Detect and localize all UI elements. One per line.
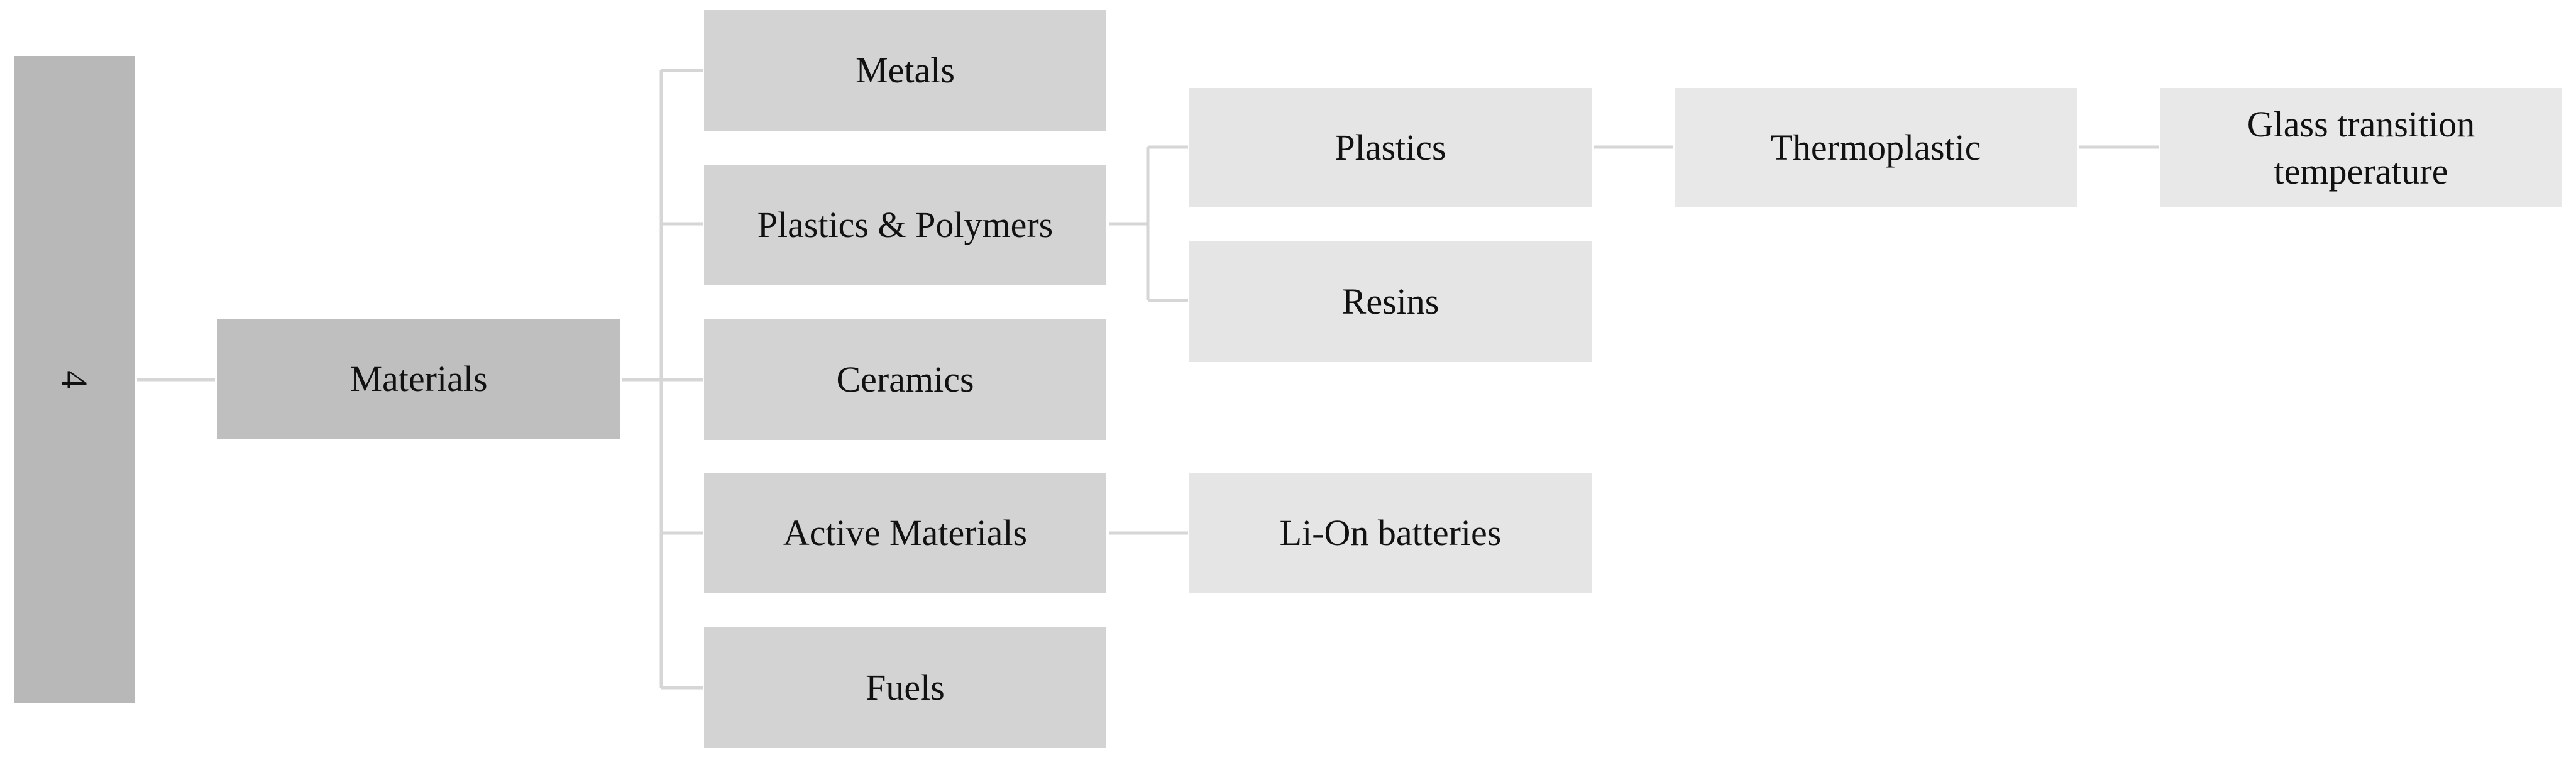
plastics-node: Plastics — [1189, 88, 1592, 207]
plastics-polymers-label: Plastics & Polymers — [757, 204, 1054, 246]
li-on-batteries-node: Li-On batteries — [1189, 473, 1592, 593]
glass-transition-node: Glass transition temperature — [2160, 88, 2562, 207]
plastics-label: Plastics — [1335, 127, 1446, 168]
materials-node: Materials — [217, 319, 620, 439]
glass-transition-label: Glass transition temperature — [2247, 103, 2475, 192]
thermoplastic-node: Thermoplastic — [1675, 88, 2077, 207]
resins-label: Resins — [1341, 281, 1439, 322]
fuels-label: Fuels — [866, 667, 945, 708]
active-materials-label: Active Materials — [783, 512, 1028, 554]
ceramics-label: Ceramics — [836, 359, 974, 400]
li-on-batteries-label: Li-On batteries — [1279, 512, 1502, 554]
ceramics-node: Ceramics — [704, 319, 1106, 440]
resins-node: Resins — [1189, 241, 1592, 362]
root-label: 4 — [53, 370, 95, 389]
root-node: 4 — [14, 56, 135, 703]
materials-label: Materials — [350, 358, 488, 400]
plastics-polymers-node: Plastics & Polymers — [704, 165, 1106, 285]
fuels-node: Fuels — [704, 627, 1106, 748]
active-materials-node: Active Materials — [704, 473, 1106, 593]
metals-label: Metals — [856, 50, 955, 91]
metals-node: Metals — [704, 10, 1106, 131]
thermoplastic-label: Thermoplastic — [1770, 127, 1981, 168]
